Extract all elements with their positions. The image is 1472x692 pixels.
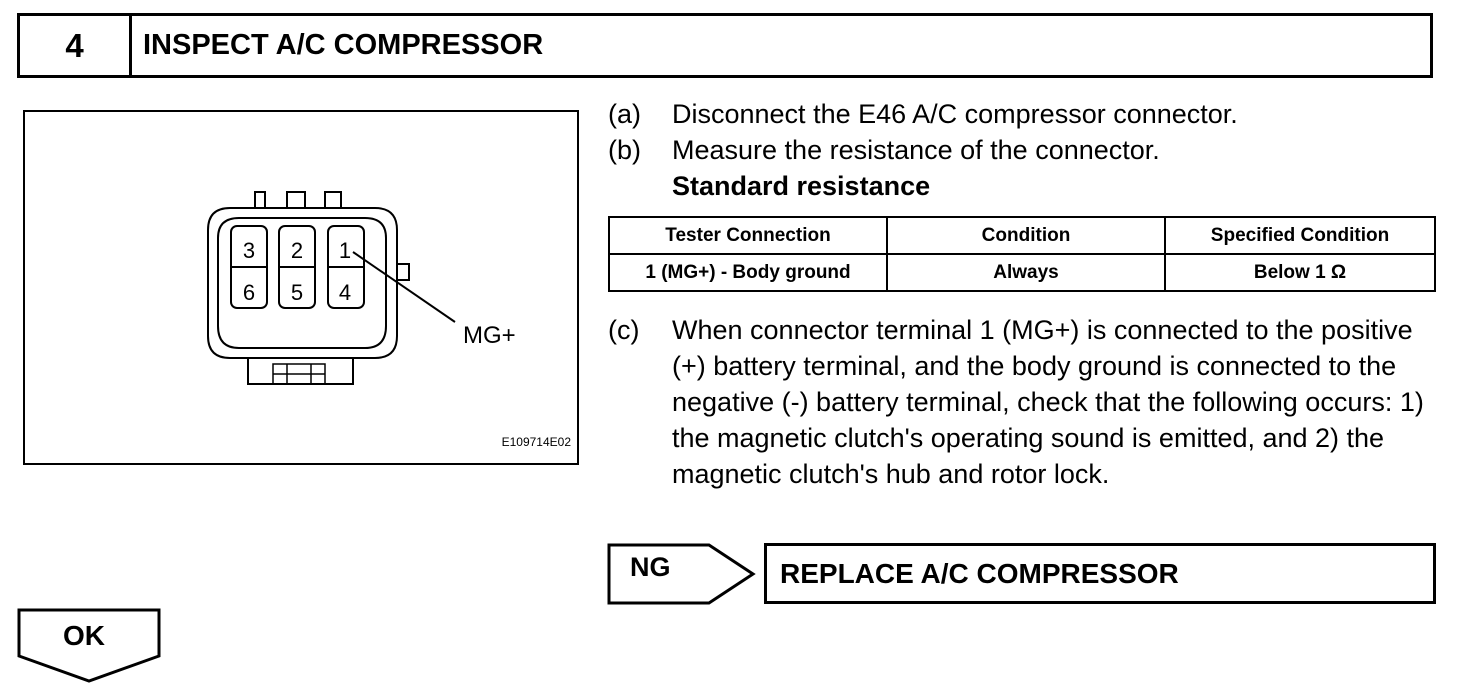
table-header-cell: Condition xyxy=(886,216,1166,255)
mg-plus-callout: MG+ xyxy=(463,322,516,349)
table-header-cell: Tester Connection xyxy=(608,216,888,255)
connector-diagram: 3 2 1 6 5 4 xyxy=(207,191,456,385)
instruction-a-text: Disconnect the E46 A/C compressor connec… xyxy=(672,99,1238,129)
instruction-c-text: When connector terminal 1 (MG+) is conne… xyxy=(672,315,1424,489)
table-cell: Below 1 Ω xyxy=(1164,253,1436,292)
table-header-cell: Specified Condition xyxy=(1164,216,1436,255)
table-cell: Always xyxy=(886,253,1166,292)
ok-arrow-box xyxy=(17,608,161,683)
resistance-spec-table: Tester Connection Condition Specified Co… xyxy=(608,216,1436,292)
pin-2-label: 2 xyxy=(291,238,303,263)
step-number: 4 xyxy=(20,16,132,75)
standard-resistance-heading: Standard resistance xyxy=(672,171,931,201)
connector-figure: 3 2 1 6 5 4 MG+ E109714E02 xyxy=(23,110,579,465)
ok-label: OK xyxy=(63,620,105,651)
pin-3-label: 3 xyxy=(243,238,255,263)
step-title: INSPECT A/C COMPRESSOR xyxy=(143,29,544,61)
pin-4-label: 4 xyxy=(339,280,351,305)
table-header-row: Tester Connection Condition Specified Co… xyxy=(608,216,1436,255)
pin-5-label: 5 xyxy=(291,280,303,305)
instruction-b-text: Measure the resistance of the connector. xyxy=(672,135,1160,165)
table-cell: 1 (MG+) - Body ground xyxy=(608,253,888,292)
instruction-b-marker: (b) xyxy=(608,135,641,165)
step-header: 4 INSPECT A/C COMPRESSOR xyxy=(17,13,1433,78)
pin-6-label: 6 xyxy=(243,280,255,305)
figure-code: E109714E02 xyxy=(501,435,571,449)
instruction-b: (b) Measure the resistance of the connec… xyxy=(608,132,1436,168)
instruction-a-marker: (a) xyxy=(608,99,641,129)
ng-label: NG xyxy=(630,552,671,582)
instruction-c-marker: (c) xyxy=(608,315,640,345)
ng-arrow-box xyxy=(607,543,756,605)
replace-compressor-action: REPLACE A/C COMPRESSOR xyxy=(764,543,1436,604)
instruction-a: (a) Disconnect the E46 A/C compressor co… xyxy=(608,96,1436,132)
table-row: 1 (MG+) - Body ground Always Below 1 Ω xyxy=(608,253,1436,292)
pin-1-label: 1 xyxy=(339,238,351,263)
